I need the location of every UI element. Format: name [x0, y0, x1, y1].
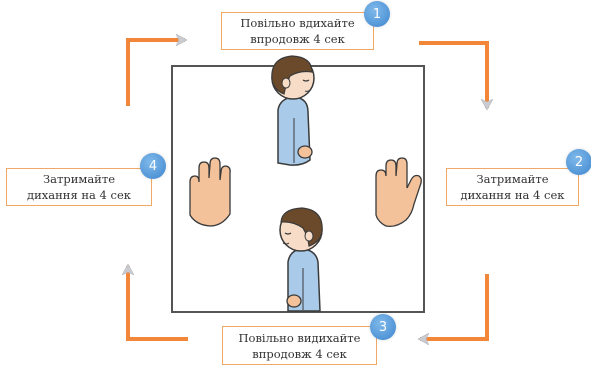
arrow-top-right	[419, 43, 487, 108]
step-1-box: Повільно вдихайте впродовж 4 сек	[221, 12, 374, 50]
arrow-bottom-right	[420, 274, 487, 339]
person-top-illustration	[272, 56, 314, 165]
step-4-box: Затримайте дихання на 4 сек	[6, 168, 152, 206]
step-1-badge: 1	[364, 1, 390, 27]
step-3-badge: 3	[370, 314, 396, 340]
step-4-badge: 4	[140, 153, 166, 179]
step-2-box: Затримайте дихання на 4 сек	[446, 168, 579, 206]
step-3-box: Повільно видихайте впродовж 4 сек	[222, 326, 377, 365]
step-2-badge: 2	[566, 149, 591, 175]
